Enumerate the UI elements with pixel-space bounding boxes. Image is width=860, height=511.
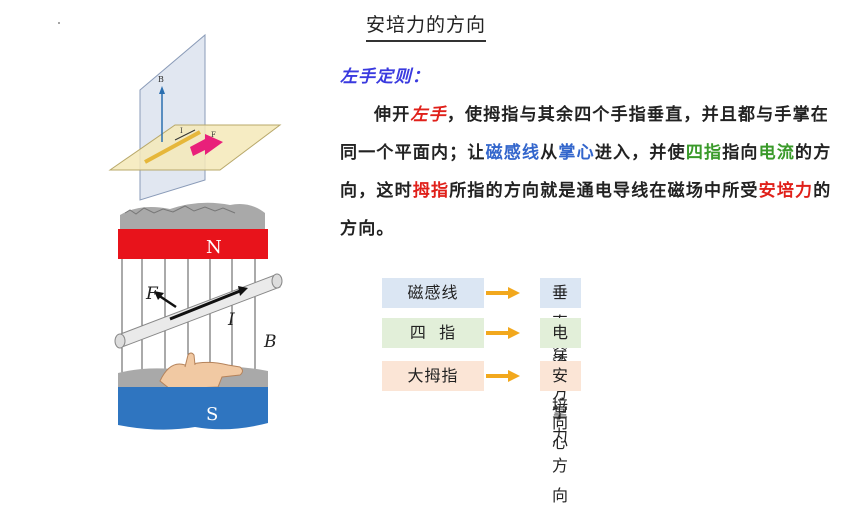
left-hand: [159, 361, 243, 390]
page-title: 安培力的方向: [366, 10, 487, 42]
text-segment: 从: [540, 143, 559, 163]
magnet-diagram: N I F B S: [114, 202, 283, 430]
north-pole: [118, 229, 268, 259]
mapping-left: 四 指: [382, 318, 484, 348]
f-label: F: [211, 131, 216, 139]
force-label: F: [145, 284, 159, 304]
text-segment: 指向: [722, 143, 759, 163]
text-segment: 进入，并使: [594, 143, 686, 163]
south-label: S: [206, 404, 218, 425]
rule-label: 左手定则：: [340, 67, 430, 87]
field-label: B: [263, 332, 277, 352]
b-arrowhead: [159, 86, 165, 94]
right-arrow-icon: [486, 287, 520, 299]
south-pole: [118, 387, 268, 430]
rule-paragraph: 伸开左手，使拇指与其余四个手指垂直，并且都与手掌在同一个平面内；让磁感线从掌心进…: [340, 96, 835, 248]
right-arrow-icon: [486, 370, 520, 382]
mapping-left: 大拇指: [382, 361, 484, 391]
vertical-plane: [139, 33, 206, 201]
planes-diagram: B I F: [108, 33, 282, 201]
highlight-ampere-force: 安培力: [758, 181, 814, 201]
highlight-four-fingers: 四指: [685, 143, 723, 163]
highlight-thumb: 拇指: [412, 181, 450, 201]
current-arrow: [169, 289, 241, 321]
conductor-line: [144, 130, 201, 164]
b-label: B: [158, 75, 164, 84]
mapping-right: 电流方向: [540, 318, 582, 432]
title-underline: [366, 40, 487, 42]
thumb: [184, 352, 196, 368]
highlight-field-lines: 磁感线: [485, 143, 541, 163]
text-segment: ，使拇指与其余四个手指垂直，并且都与手掌在同一个平面内；让: [340, 105, 830, 163]
highlight-current: 电流: [758, 143, 796, 163]
mapping-right: 安培力方向: [540, 361, 582, 505]
mapping-right: 垂直穿过掌心: [540, 278, 582, 452]
i-label: I: [180, 127, 183, 135]
i-vector: [174, 129, 196, 141]
current-label: I: [227, 310, 235, 330]
force-arrow-magnet: [157, 293, 177, 309]
highlight-left-hand: 左手: [410, 105, 447, 125]
force-arrow: [190, 134, 223, 156]
page-title-text: 安培力的方向: [366, 14, 487, 36]
text-segment: 的方向，这时: [340, 143, 832, 201]
right-arrow-icon: [486, 327, 520, 339]
mapping-left: 磁感线: [382, 278, 484, 308]
north-label: N: [206, 237, 222, 258]
text-segment: 伸开: [374, 105, 411, 125]
decorative-dot: [58, 22, 60, 24]
highlight-palm: 掌心: [558, 143, 595, 163]
text-segment: 的方向。: [340, 181, 832, 239]
text-segment: 所指的方向就是通电导线在磁场中所受: [449, 181, 759, 201]
